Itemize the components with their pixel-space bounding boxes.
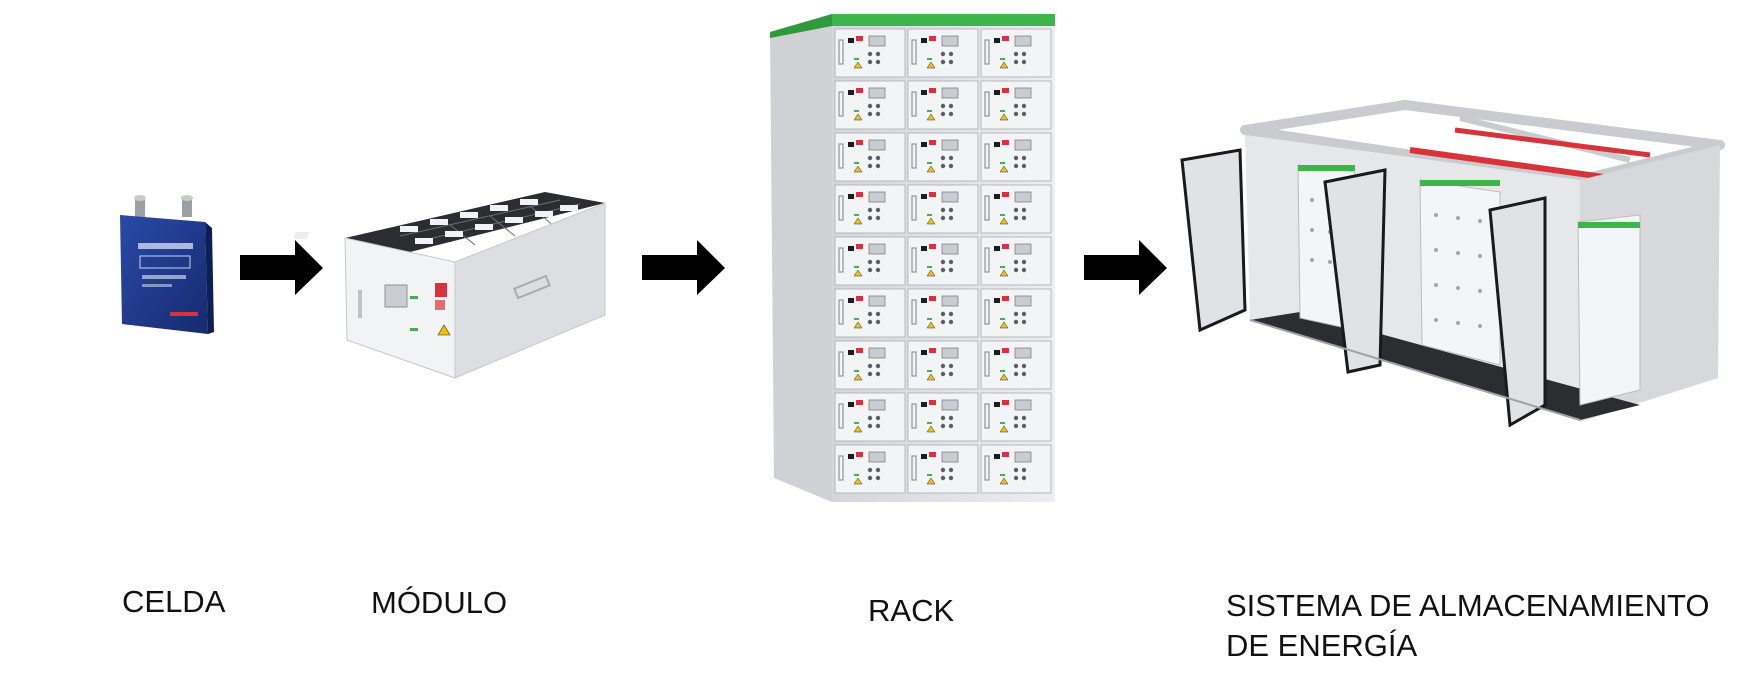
- energy-storage-container-icon: [1180, 100, 1725, 428]
- rack-module: [834, 288, 906, 338]
- rack-module: [980, 184, 1052, 234]
- rack-module: [834, 80, 906, 130]
- stage-label-sistema-line2: DE ENERGÍA: [1226, 628, 1418, 663]
- rack-module: [834, 340, 906, 390]
- rack-module: [834, 392, 906, 442]
- rack-module: [980, 28, 1052, 78]
- rack-module: [980, 392, 1052, 442]
- rack-module: [980, 444, 1052, 494]
- rack-module: [834, 236, 906, 286]
- rack-module: [907, 184, 979, 234]
- stage-label-rack: RACK: [868, 593, 955, 628]
- rack-module: [907, 28, 979, 78]
- rack-module: [907, 132, 979, 182]
- stage-label-modulo: MÓDULO: [371, 585, 508, 620]
- stage-label-celda: CELDA: [122, 584, 226, 619]
- arrow-right-icon: [642, 240, 725, 295]
- rack-module: [980, 288, 1052, 338]
- rack-module: [834, 184, 906, 234]
- rack-module: [980, 236, 1052, 286]
- rack-module: [980, 80, 1052, 130]
- rack-module: [980, 340, 1052, 390]
- rack-module: [907, 392, 979, 442]
- rack-module: [980, 132, 1052, 182]
- battery-module-icon: [293, 192, 606, 379]
- rack-module: [907, 80, 979, 130]
- battery-rack-icon: [770, 14, 1055, 502]
- rack-module: [834, 444, 906, 494]
- arrow-right-icon: [240, 240, 323, 295]
- rack-module: [907, 340, 979, 390]
- arrow-right-icon: [1084, 240, 1167, 295]
- rack-module: [907, 288, 979, 338]
- rack-module: [834, 132, 906, 182]
- stage-label-sistema-line1: SISTEMA DE ALMACENAMIENTO: [1226, 588, 1710, 623]
- rack-module: [907, 444, 979, 494]
- rack-module: [907, 236, 979, 286]
- rack-module: [834, 28, 906, 78]
- battery-cell-icon: [120, 195, 214, 334]
